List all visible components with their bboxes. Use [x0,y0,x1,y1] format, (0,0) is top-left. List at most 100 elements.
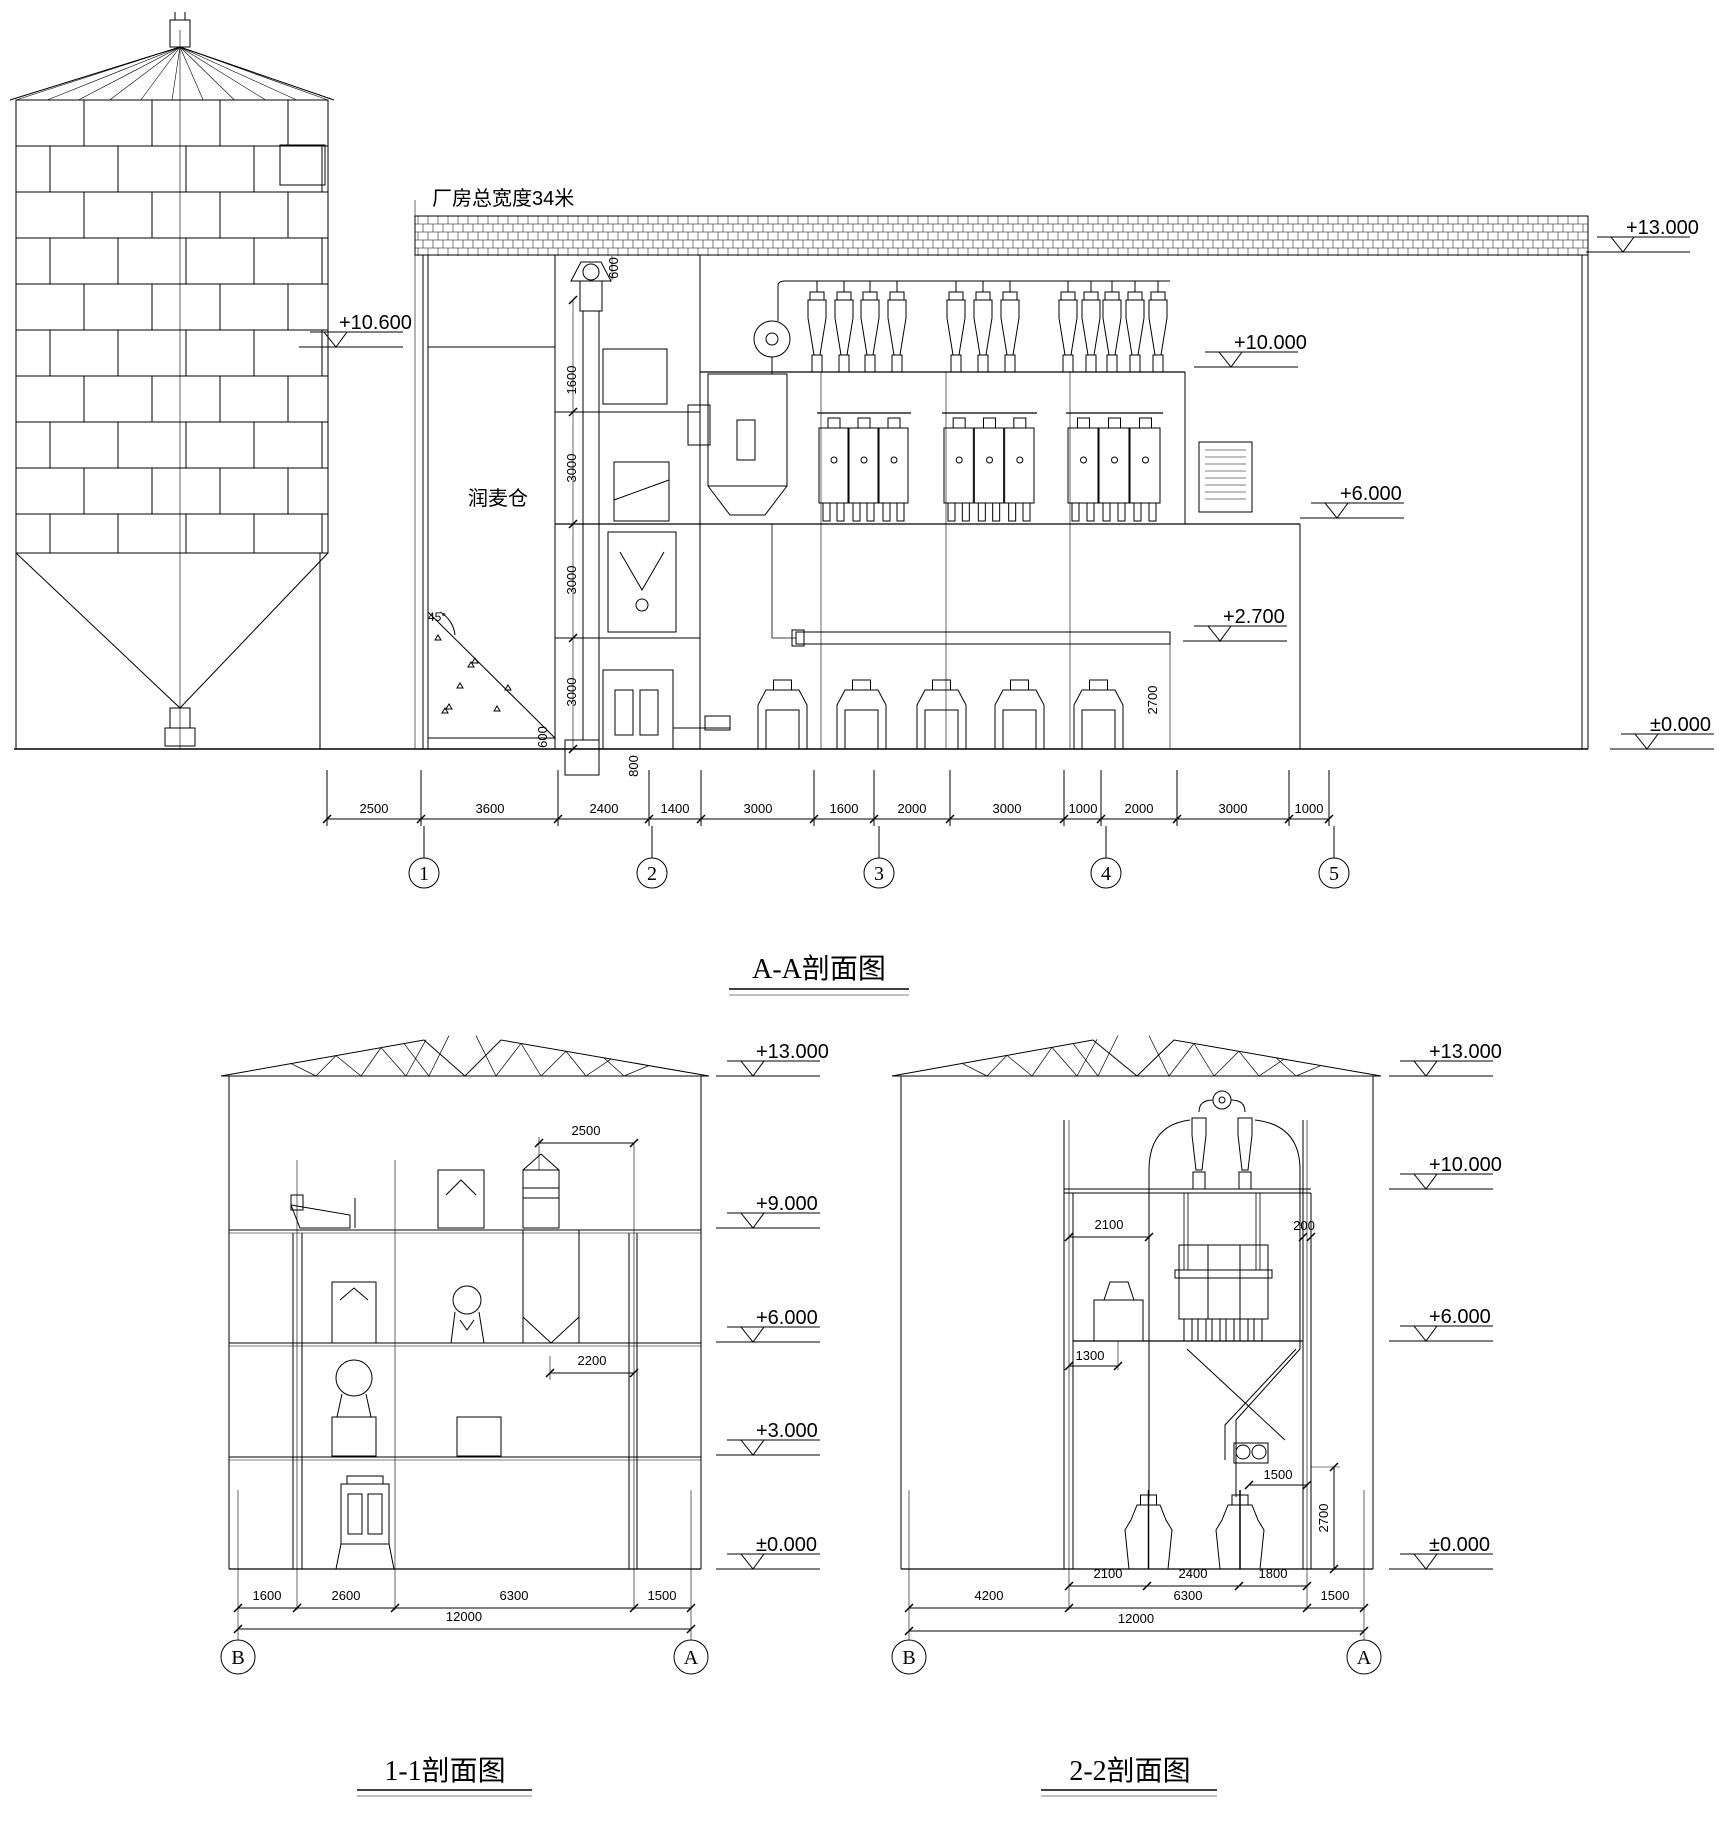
packing-machine [757,689,808,749]
dimension-tick [1244,1480,1254,1490]
level-mark: +10.000 [1429,1154,1502,1176]
truss-web [1148,1035,1170,1077]
cyclone-inlet [809,291,825,301]
section-1-1: +13.000 +9.000 +6.000 +3.000 ±0.000 1600… [231,1041,829,1787]
silo-roof [9,46,335,101]
elevator-pulley-icon [582,263,600,281]
dimension-tick [629,1603,639,1613]
material-speck [467,661,475,668]
mill-handwheel-icon [986,456,993,464]
roller-mill [1178,1244,1269,1320]
level-triangle-icon [322,331,348,348]
airlock-valve [1238,1171,1252,1190]
mill-feed [857,417,871,429]
material-speck [493,705,501,712]
mill-outlet [1022,502,1031,522]
truss-web [1031,1047,1053,1077]
cyclone [834,299,854,356]
dimension-label: 6300 [500,1588,529,1603]
packer-frame [765,709,800,750]
packer-top [773,679,792,691]
mill-outlet [1211,1318,1221,1342]
roller-mill [878,427,909,504]
dimension-tick [1329,1462,1339,1472]
roof-rafter [15,46,181,101]
material-speck [441,707,449,714]
level-triangle-icon [1609,236,1635,253]
dimension-label: 1500 [1321,1588,1350,1603]
dimension-tick [1142,1581,1152,1591]
axis-bubble [673,1639,709,1675]
axis-label: 4 [1101,863,1111,885]
truss-web [585,1058,612,1077]
truss-web [475,1035,497,1077]
dimension-tick [1302,1603,1312,1613]
level-triangle-icon [739,1439,765,1456]
packer-frame [844,709,879,750]
dimension-tick [686,1624,696,1634]
packer-top [932,679,951,691]
filter-inlet [687,404,711,446]
dimension-label: 2200 [578,1353,607,1368]
air-duct [1148,1119,1191,1497]
equipment-outline [290,1194,304,1211]
packer-frame [924,709,959,750]
truss-web [520,1043,542,1077]
packer-top [1089,679,1108,691]
roller-mill [1098,427,1130,504]
truss-web [290,1063,317,1077]
truss-web [315,1055,337,1077]
airlock-valve [1152,354,1164,373]
drawing-geometry [9,12,1714,1797]
cyclone-inlet [975,291,991,301]
airlock-valve [838,354,850,373]
axis-bubble [1346,1639,1382,1675]
elevator-pit [564,739,600,776]
truss-web [1006,1055,1033,1077]
dimension-tick [1113,1361,1123,1371]
hood [445,1179,477,1196]
aspirator [437,1169,485,1229]
roof-rafter [140,46,181,101]
mill-outlet [882,502,891,522]
cyclone [1125,299,1145,356]
axis-label: B [902,1647,915,1669]
airlock-valve [977,354,989,373]
dimension-tick [904,1626,914,1636]
mill-outlet [896,502,905,522]
silo-outlet [164,727,196,747]
mill-feed [983,417,996,429]
dimension-label: 3000 [1219,801,1248,816]
dimension-tick [629,1138,639,1148]
axis-bubble [1090,857,1122,889]
dial-icon [635,598,649,612]
material-speck [456,682,464,689]
intensive-dampener [452,1285,482,1315]
dimension-label: 4200 [975,1588,1004,1603]
pipe [1224,1348,1297,1460]
angle-arc [439,611,456,636]
air-duct [1235,1119,1301,1497]
level-triangle-icon [1217,351,1243,368]
dimension-tick [545,1368,555,1378]
mill-feed [952,417,966,429]
cyclone [1058,299,1078,356]
filter-hopper [707,485,788,516]
material-speck [471,657,479,664]
mill-outlet [947,502,956,522]
cyclone [1148,299,1168,356]
valve-icon [1235,1444,1251,1460]
fan-hub [765,332,779,346]
section-title: 1-1剖面图 [384,1755,505,1787]
level-mark: +6.000 [1340,483,1402,505]
axis-label: 5 [1329,863,1339,885]
material-speck [434,634,442,641]
cyclone-inlet [836,291,852,301]
dimension-label: 3000 [993,801,1022,816]
dimension-tick [233,1603,243,1613]
section-2-2: +13.000 +10.000 +6.000 ±0.000 2100 2400 … [902,1041,1502,1787]
dimension-label: 1600 [564,366,579,395]
fan-icon [1212,1090,1232,1110]
airlock-valve [1129,354,1141,373]
